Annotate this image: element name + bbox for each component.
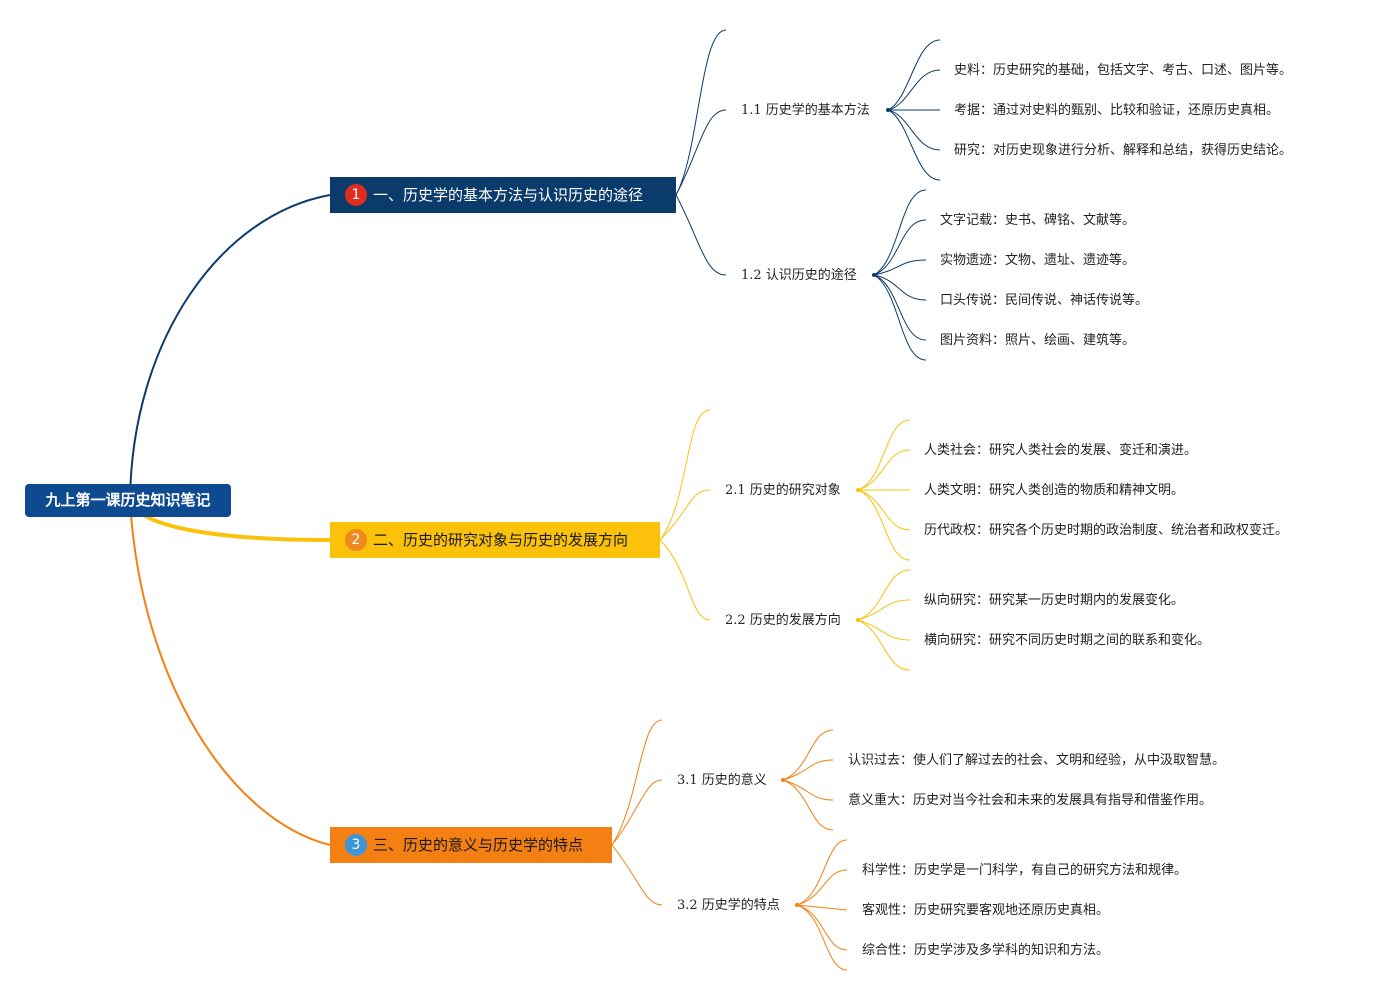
- leaf-separator: ：: [976, 523, 990, 538]
- leaf-text: 历史学是一门科学，有自己的研究方法和规律。: [914, 863, 1188, 878]
- number-badge-icon: 2: [345, 529, 367, 551]
- leaf-node[interactable]: 研究：对历史现象进行分析、解释和总结，获得历史结论。: [954, 142, 1292, 160]
- subtopic-3-1[interactable]: 3.1 历史的意义: [677, 773, 767, 788]
- leaf-key: 图片资料: [940, 333, 993, 348]
- leaf-separator: ：: [900, 753, 914, 768]
- leaf-text: 研究某一历史时期内的发展变化。: [989, 593, 1185, 608]
- leaf-separator: ：: [980, 143, 994, 158]
- leaf-text: 研究各个历史时期的政治制度、统治者和政权变迁。: [989, 523, 1289, 538]
- leaf-node[interactable]: 考据：通过对史料的甄别、比较和验证，还原历史真相。: [954, 102, 1279, 120]
- branch-topic-1[interactable]: 1 一、历史学的基本方法与认识历史的途径: [330, 177, 676, 213]
- leaf-key: 纵向研究: [924, 593, 977, 608]
- leaf-separator: ：: [976, 443, 990, 458]
- leaf-node[interactable]: 横向研究：研究不同历史时期之间的联系和变化。: [924, 632, 1210, 650]
- subtopic-2-2[interactable]: 2.2 历史的发展方向: [725, 613, 841, 628]
- leaf-node[interactable]: 综合性：历史学涉及多学科的知识和方法。: [862, 942, 1109, 960]
- leaf-node[interactable]: 纵向研究：研究某一历史时期内的发展变化。: [924, 592, 1184, 610]
- leaf-key: 客观性: [862, 903, 902, 918]
- leaf-text: 研究不同历史时期之间的联系和变化。: [989, 633, 1211, 648]
- leaf-separator: ：: [992, 213, 1006, 228]
- number-badge-icon: 3: [345, 834, 367, 856]
- subtopic-1-1[interactable]: 1.1 历史学的基本方法: [741, 103, 870, 118]
- leaf-text: 史书、碑铭、文献等。: [1005, 213, 1136, 228]
- leaf-text: 对历史现象进行分析、解释和总结，获得历史结论。: [993, 143, 1293, 158]
- leaf-node[interactable]: 客观性：历史研究要客观地还原历史真相。: [862, 902, 1109, 920]
- leaf-key: 研究: [954, 143, 981, 158]
- leaf-node[interactable]: 实物遗迹：文物、遗址、遗迹等。: [940, 252, 1135, 270]
- leaf-text: 使人们了解过去的社会、文明和经验，从中汲取智慧。: [913, 753, 1226, 768]
- leaf-separator: ：: [992, 293, 1006, 308]
- leaf-text: 历史学涉及多学科的知识和方法。: [914, 943, 1110, 958]
- leaf-node[interactable]: 图片资料：照片、绘画、建筑等。: [940, 332, 1135, 350]
- leaf-key: 综合性: [862, 943, 902, 958]
- leaf-key: 史料: [954, 63, 981, 78]
- leaf-text: 历史对当今社会和未来的发展具有指导和借鉴作用。: [913, 793, 1213, 808]
- leaf-node[interactable]: 意义重大：历史对当今社会和未来的发展具有指导和借鉴作用。: [848, 792, 1212, 810]
- leaf-separator: ：: [901, 903, 915, 918]
- branch-title: 二、历史的研究对象与历史的发展方向: [373, 531, 629, 549]
- leaf-key: 历代政权: [924, 523, 977, 538]
- leaf-text: 研究人类创造的物质和精神文明。: [989, 483, 1185, 498]
- leaf-key: 考据: [954, 103, 981, 118]
- number-badge-icon: 1: [345, 184, 367, 206]
- leaf-separator: ：: [976, 633, 990, 648]
- leaf-separator: ：: [980, 103, 994, 118]
- leaf-separator: ：: [976, 593, 990, 608]
- leaf-text: 民间传说、神话传说等。: [1005, 293, 1149, 308]
- leaf-node[interactable]: 文字记载：史书、碑铭、文献等。: [940, 212, 1135, 230]
- branch-topic-2[interactable]: 2 二、历史的研究对象与历史的发展方向: [330, 522, 660, 558]
- leaf-key: 意义重大: [848, 793, 901, 808]
- subtopic-3-2[interactable]: 3.2 历史学的特点: [677, 898, 780, 913]
- branch-title: 三、历史的意义与历史学的特点: [373, 836, 584, 854]
- leaf-separator: ：: [976, 483, 990, 498]
- leaf-node[interactable]: 历代政权：研究各个历史时期的政治制度、统治者和政权变迁。: [924, 522, 1288, 540]
- leaf-node[interactable]: 科学性：历史学是一门科学，有自己的研究方法和规律。: [862, 862, 1187, 880]
- root-topic[interactable]: 九上第一课历史知识笔记: [25, 484, 231, 517]
- leaf-separator: ：: [980, 63, 994, 78]
- subtopic-2-1[interactable]: 2.1 历史的研究对象: [725, 483, 841, 498]
- leaf-key: 口头传说: [940, 293, 993, 308]
- leaf-key: 横向研究: [924, 633, 977, 648]
- leaf-separator: ：: [901, 863, 915, 878]
- leaf-text: 通过对史料的甄别、比较和验证，还原历史真相。: [993, 103, 1280, 118]
- leaf-key: 文字记载: [940, 213, 993, 228]
- leaf-node[interactable]: 人类社会：研究人类社会的发展、变迁和演进。: [924, 442, 1197, 460]
- leaf-node[interactable]: 口头传说：民间传说、神话传说等。: [940, 292, 1148, 310]
- leaf-separator: ：: [992, 333, 1006, 348]
- branch-topic-3[interactable]: 3 三、历史的意义与历史学的特点: [330, 827, 612, 863]
- leaf-text: 照片、绘画、建筑等。: [1005, 333, 1136, 348]
- leaf-key: 人类社会: [924, 443, 977, 458]
- leaf-separator: ：: [900, 793, 914, 808]
- leaf-node[interactable]: 认识过去：使人们了解过去的社会、文明和经验，从中汲取智慧。: [848, 752, 1225, 770]
- leaf-key: 实物遗迹: [940, 253, 993, 268]
- leaf-node[interactable]: 人类文明：研究人类创造的物质和精神文明。: [924, 482, 1184, 500]
- leaf-text: 文物、遗址、遗迹等。: [1005, 253, 1136, 268]
- leaf-text: 历史研究的基础，包括文字、考古、口述、图片等。: [993, 63, 1293, 78]
- branch-title: 一、历史学的基本方法与认识历史的途径: [373, 186, 644, 204]
- leaf-key: 人类文明: [924, 483, 977, 498]
- leaf-text: 研究人类社会的发展、变迁和演进。: [989, 443, 1198, 458]
- leaf-key: 认识过去: [848, 753, 901, 768]
- leaf-node[interactable]: 史料：历史研究的基础，包括文字、考古、口述、图片等。: [954, 62, 1292, 80]
- subtopic-1-2[interactable]: 1.2 认识历史的途径: [741, 268, 857, 283]
- leaf-text: 历史研究要客观地还原历史真相。: [914, 903, 1110, 918]
- leaf-key: 科学性: [862, 863, 902, 878]
- leaf-separator: ：: [901, 943, 915, 958]
- leaf-separator: ：: [992, 253, 1006, 268]
